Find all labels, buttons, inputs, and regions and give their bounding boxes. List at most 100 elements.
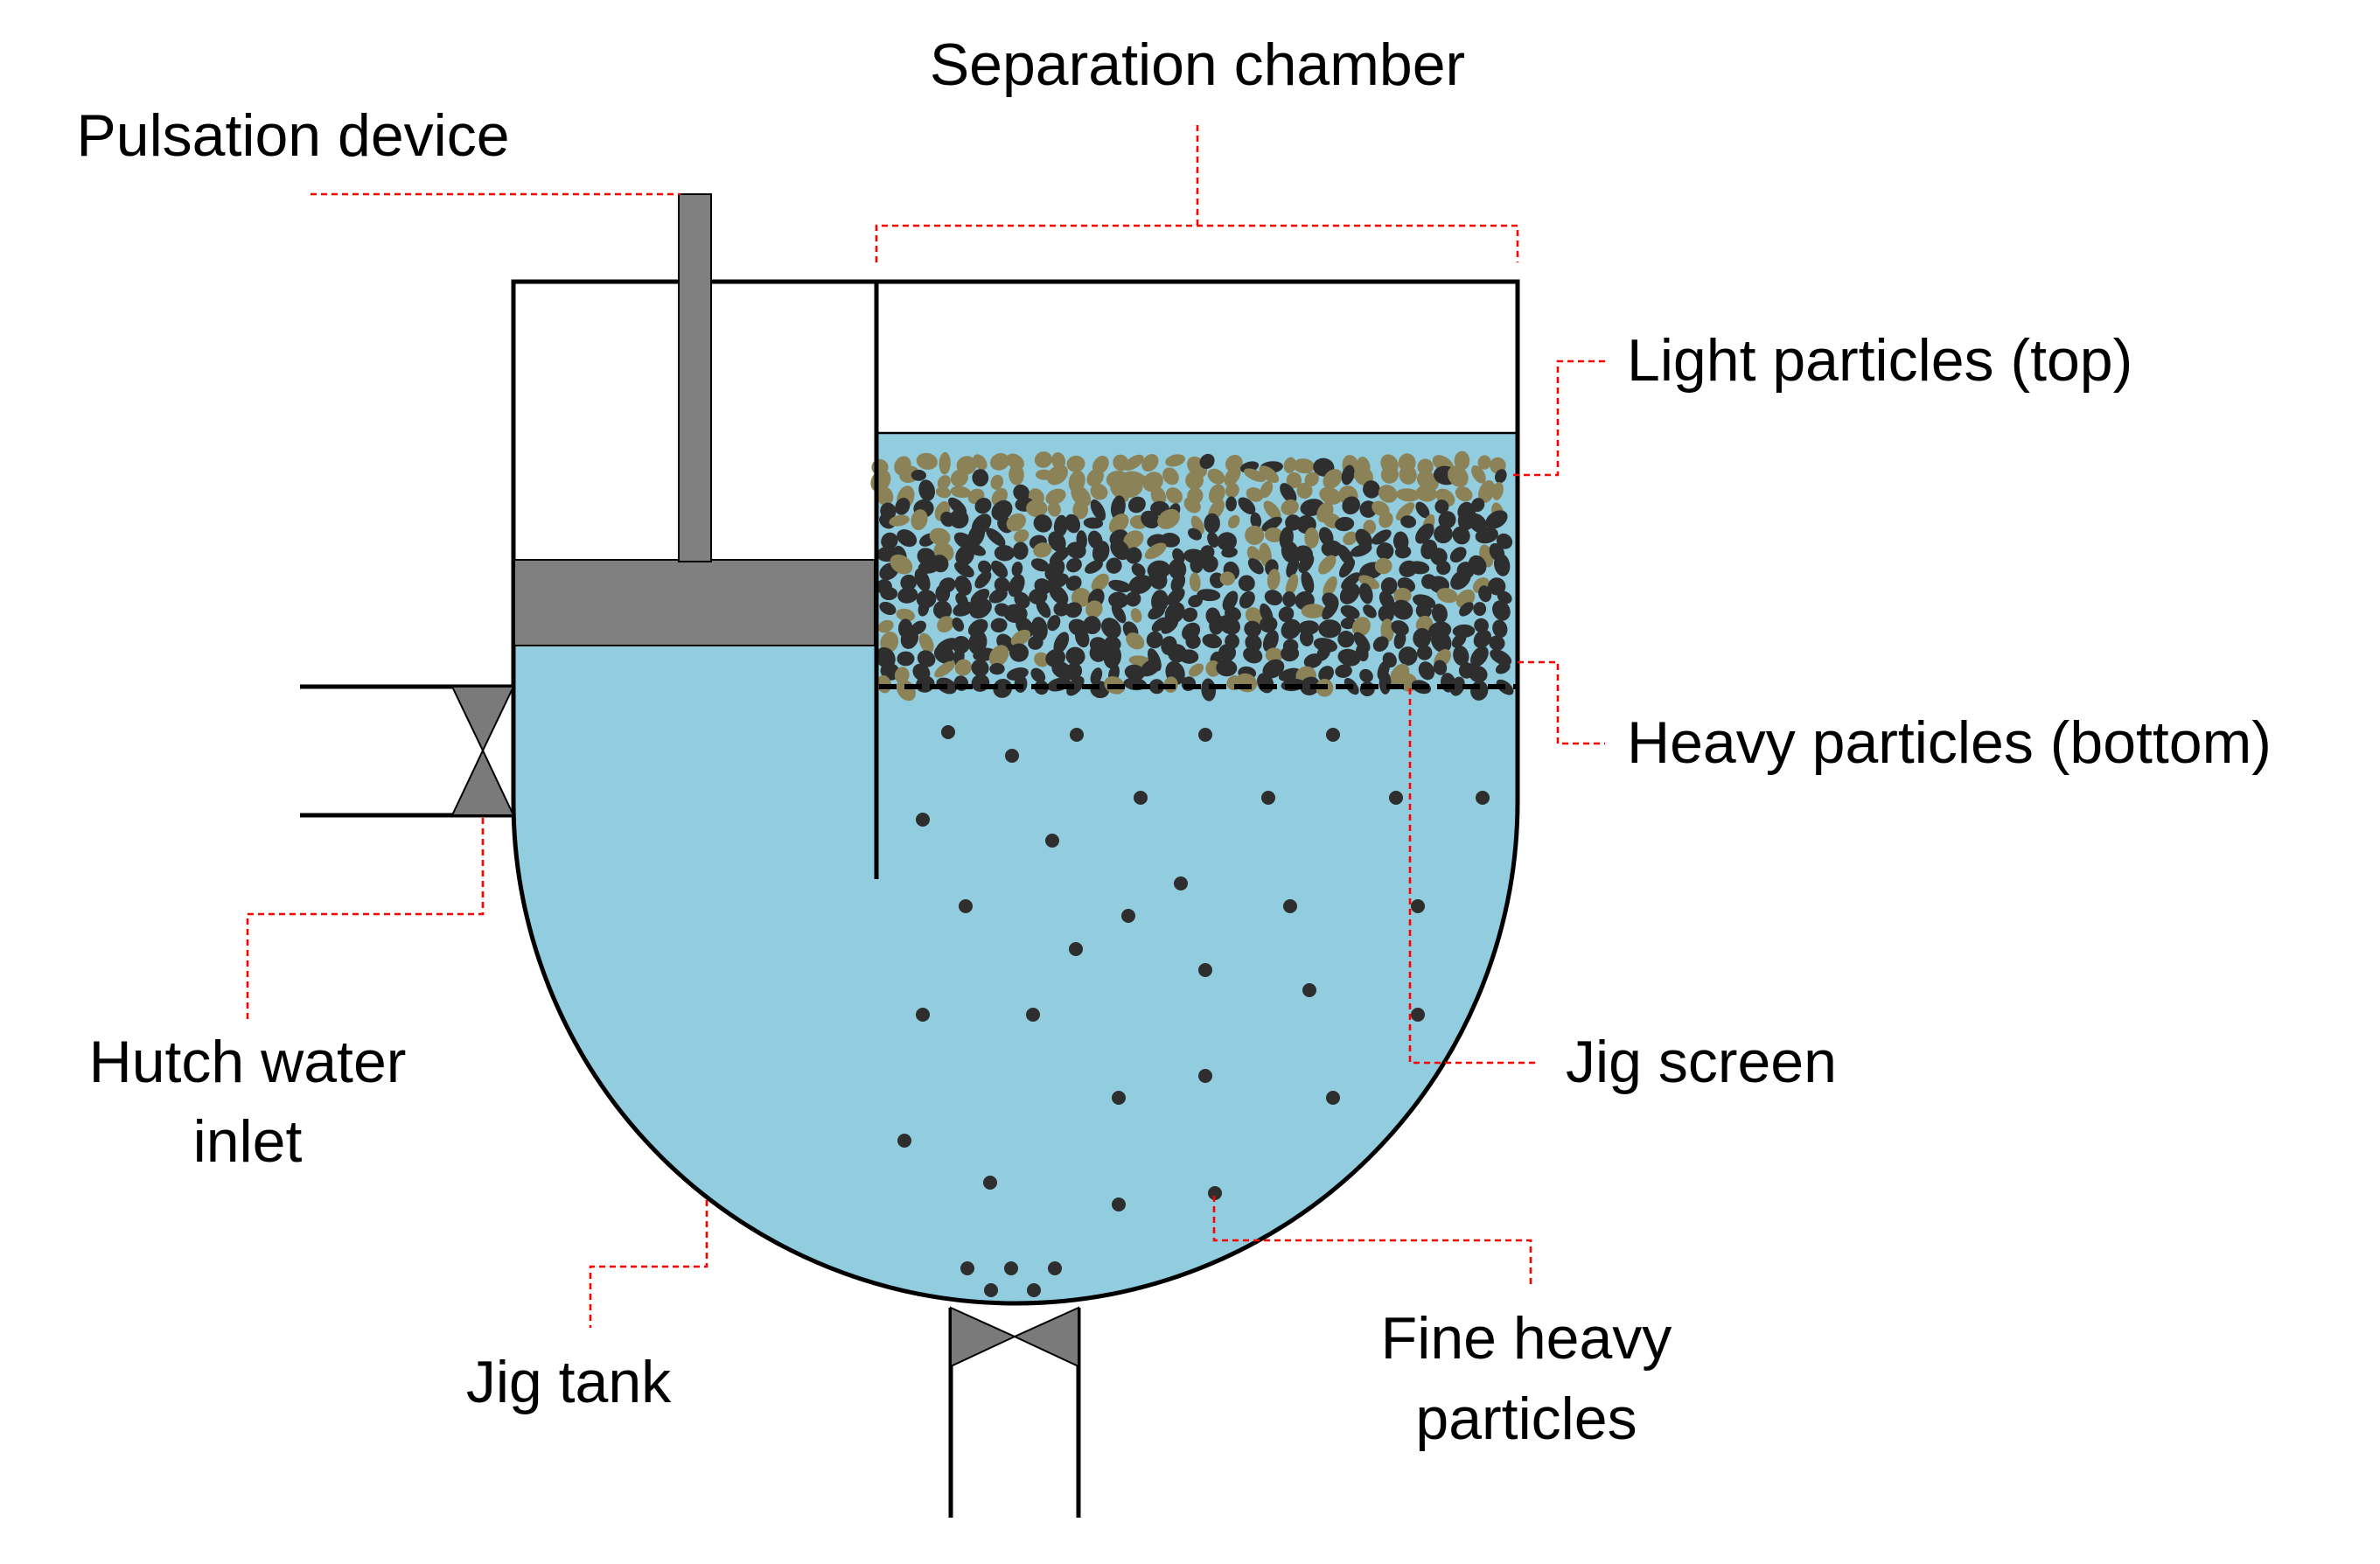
fine-particle [1069,942,1083,956]
light-particle [1448,465,1469,487]
fine-particle [960,1261,974,1275]
heavy-particle [1474,618,1489,633]
fine-particle [1476,791,1490,805]
heavy-particle [1353,632,1371,653]
heavy-particle [1335,664,1352,678]
heavy-particle [1418,661,1435,681]
label-fine-heavy-line1: Fine heavy [1381,1305,1672,1372]
heavy-particle [1394,545,1412,559]
light-particle [1108,513,1129,534]
light-particle [1208,484,1225,504]
heavy-particle [1340,617,1357,630]
light-particle [1045,488,1066,505]
fine-particle [1005,749,1019,763]
heavy-particle [1494,553,1511,576]
heavy-particle [1278,667,1302,681]
light-particle [1046,464,1069,485]
light-particle [918,632,934,653]
light-particle [1225,483,1239,499]
light-particle [1183,497,1201,513]
heavy-particle [1393,631,1406,649]
label-jig-tank: Jig tank [466,1349,672,1415]
heavy-particle [1049,584,1069,605]
heavy-particle [954,562,974,578]
heavy-particle [880,587,898,601]
light-particle [1378,512,1393,528]
light-particle [1285,574,1299,597]
light-particle [1245,525,1265,545]
light-particle [1363,520,1377,534]
fine-heavy-particles [897,725,1490,1297]
heavy-particle [1197,589,1221,602]
light-particle [1286,471,1302,489]
heavy-particle [1262,659,1285,679]
heavy-particle [1376,542,1394,560]
fine-particle [1004,1261,1018,1275]
heavy-particle [1363,604,1377,618]
heavy-particle [933,645,955,664]
label-separation-chamber: Separation chamber [930,31,1465,98]
heavy-particle [969,598,992,619]
heavy-particle [1188,527,1202,541]
heavy-particle [1391,620,1409,636]
heavy-particle [1355,528,1372,548]
heavy-particle [1185,633,1201,649]
heavy-particle [1085,560,1103,574]
heavy-particle [1478,585,1492,603]
heavy-particle [918,479,935,501]
heavy-particle [1335,516,1355,532]
light-particle [1478,480,1496,504]
heavy-particle [1449,547,1467,563]
heavy-particle [994,545,1015,562]
light-particle [1343,531,1358,546]
heavy-particle [1433,660,1448,675]
heavy-particle [1014,591,1030,609]
light-particle [1166,487,1183,504]
light-particle [1393,587,1412,604]
heavy-particle [1064,513,1081,534]
heavy-particle [1451,632,1467,648]
heavy-particle [1415,603,1432,619]
heavy-particle [1300,676,1321,696]
fine-particle [1198,728,1212,742]
heavy-particle [1282,591,1296,608]
light-particle [1110,484,1129,502]
heavy-particle [1190,555,1204,574]
fine-particle [1134,791,1148,805]
particle-bed [870,450,1514,702]
heavy-particle [949,509,969,529]
heavy-particle [1030,667,1046,683]
heavy-particle [1492,619,1508,639]
heavy-particle [1475,527,1498,544]
light-particle [896,608,916,622]
light-particle [1121,480,1143,499]
heavy-particle [1400,515,1417,528]
heavy-particle [1128,575,1153,595]
fine-particle [983,1176,997,1190]
heavy-particle [1161,618,1179,634]
fine-particle [1411,899,1425,913]
light-particle [876,486,894,506]
tank-water [513,644,1518,1303]
light-particle [1454,450,1470,471]
label-heavy-particles: Heavy particles (bottom) [1627,709,2272,776]
heavy-particle [900,574,918,591]
light-particle [1417,458,1434,475]
heavy-particle [1438,511,1456,529]
light-particle [1353,466,1374,486]
light-particle [1071,588,1092,608]
heavy-particle [1053,632,1070,654]
heavy-particle [1066,676,1085,696]
light-particle [937,475,951,490]
light-particle [1399,465,1417,485]
heavy-particle [1452,526,1470,545]
heavy-particle [1470,498,1485,513]
heavy-particle [1415,501,1430,519]
heavy-particle [991,560,1009,578]
heavy-particle [1239,590,1255,609]
heavy-particle [935,583,951,603]
heavy-particle [1148,604,1166,620]
heavy-particle [1485,510,1508,529]
fine-particle [916,1008,930,1022]
heavy-particle [1298,554,1315,573]
